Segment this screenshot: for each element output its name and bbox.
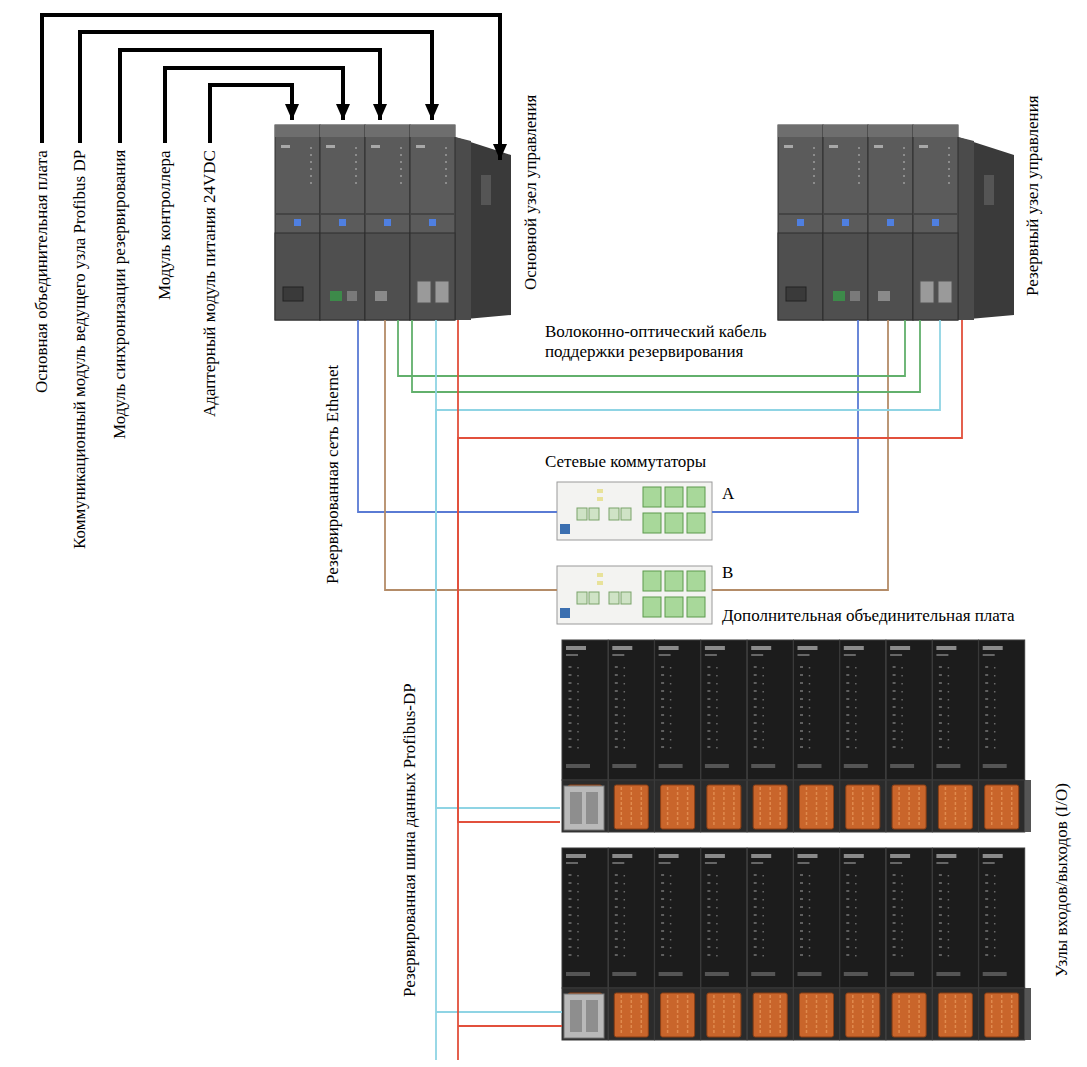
bus-label: Резервированная шина данных Profibus-DP xyxy=(400,683,420,997)
node-label: A xyxy=(722,484,734,504)
leader-arrow xyxy=(80,32,432,143)
reserve-controller-rack xyxy=(778,125,1014,320)
io-rack xyxy=(562,640,1031,832)
ethernet-line xyxy=(385,320,557,590)
network-switch: B xyxy=(557,566,712,624)
switch-b xyxy=(557,566,712,624)
callout-label: Модуль синхронизации резервирования xyxy=(110,150,130,439)
node-label: Узлы входов/выходов (I/O) xyxy=(1052,783,1072,977)
callout-label: Коммуникационный модуль ведущего узла Pr… xyxy=(70,150,90,549)
profibus-branch xyxy=(458,822,562,1060)
fiber-cable xyxy=(412,320,920,392)
callout-label: Модуль контроллера xyxy=(155,150,175,300)
leader-arrow xyxy=(165,68,343,143)
profibus-line xyxy=(458,320,560,822)
network-switch: A xyxy=(557,482,712,540)
io-rack xyxy=(562,848,1031,1040)
node-label: B xyxy=(722,563,733,583)
main-controller-rack xyxy=(275,125,511,320)
callout-label: Основная объединительная плата xyxy=(32,150,52,393)
profibus-line xyxy=(458,320,962,822)
io-node-group: Узлы входов/выходов (I/O) xyxy=(560,635,1075,1047)
node-label: Резервный узел управления xyxy=(1023,95,1043,296)
profibus-line xyxy=(436,320,940,808)
leader-arrow xyxy=(210,85,292,143)
control-node: Резервный узел управления xyxy=(778,115,1018,320)
network-label: Резервированная сеть Ethernet xyxy=(323,365,343,584)
switch-a xyxy=(557,482,712,540)
control-node: Основной узел управления xyxy=(275,115,515,320)
profibus-line xyxy=(436,320,560,808)
leader-arrow xyxy=(120,50,380,143)
node-label: Основной узел управления xyxy=(521,95,541,290)
fiber-cable xyxy=(398,320,905,376)
profibus-branch xyxy=(436,808,562,1060)
cable-label: Волоконно-оптический кабель поддержки ре… xyxy=(545,322,810,361)
switch-group-label: Сетевые коммутаторы xyxy=(545,452,706,472)
leader-arrow xyxy=(42,15,500,160)
callout-label: Адаптерный модуль питания 24VDC xyxy=(200,150,220,417)
backplane-label: Дополнительная объединительная плата xyxy=(722,606,1015,626)
